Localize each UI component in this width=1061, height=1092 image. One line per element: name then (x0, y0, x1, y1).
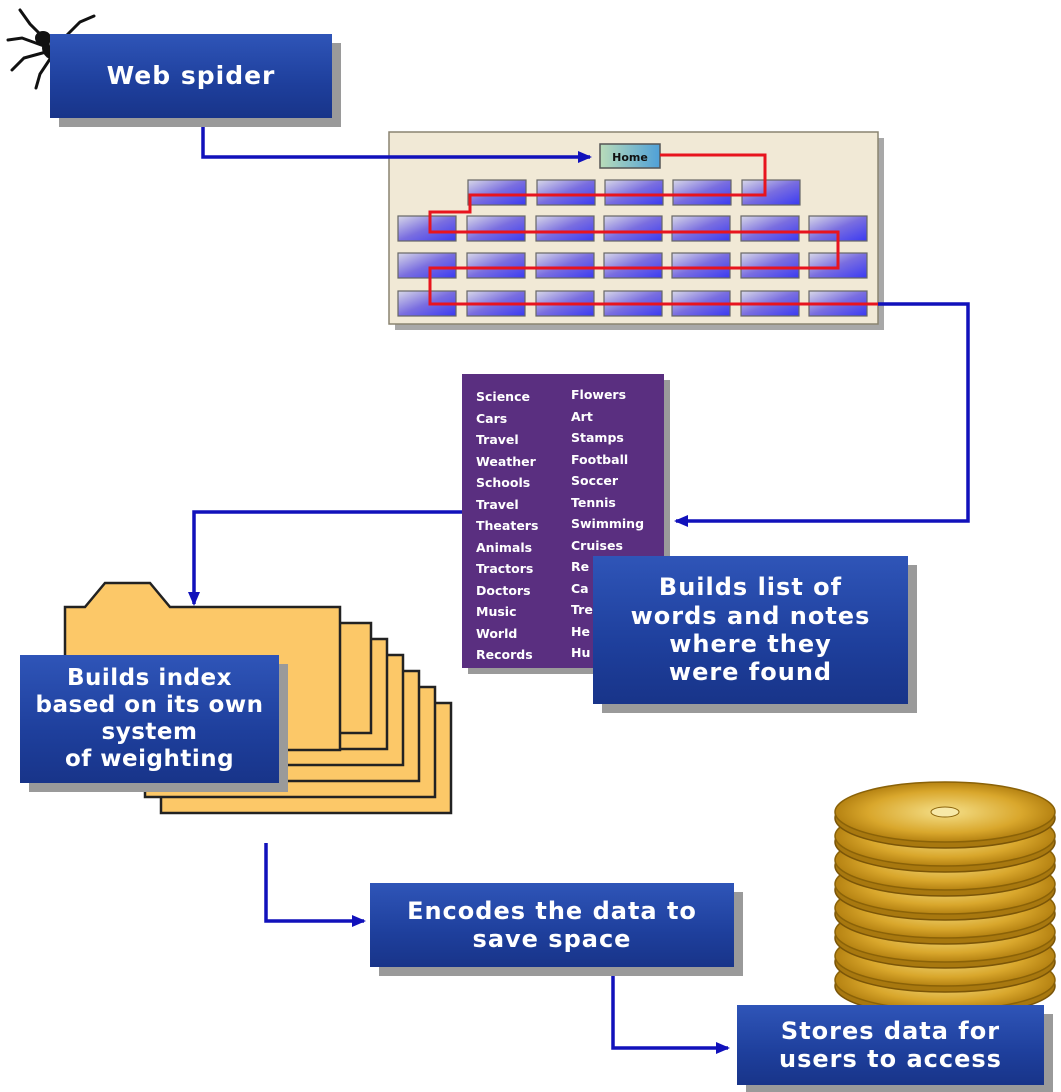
page-node (603, 215, 663, 242)
website-map-icon: Home (388, 131, 884, 330)
word-list-item: Football (571, 451, 629, 467)
page-node (740, 215, 800, 242)
crawl-path (428, 153, 878, 306)
word-list-item: World (476, 625, 518, 641)
word-list-item: Doctors (476, 582, 531, 598)
builds-index-label: Builds index based on its own system of … (35, 664, 264, 773)
page-node (604, 179, 664, 206)
page-node (741, 179, 801, 206)
stores-box: Stores data for users to access (737, 1005, 1044, 1085)
disk-spindle (930, 806, 960, 818)
word-list-item: Soccer (571, 473, 619, 488)
word-list-item: Travel (476, 496, 519, 512)
disk-stack-icon (834, 781, 1056, 1017)
page-node (397, 215, 457, 242)
page-node (467, 179, 527, 206)
word-list-item: Ca (571, 580, 589, 596)
page-node (672, 179, 732, 206)
home-label: Home (612, 151, 648, 164)
word-list-item: Tre (571, 602, 593, 617)
word-list-item: Theaters (476, 518, 539, 533)
page-node (740, 252, 800, 279)
word-list-item: Tennis (571, 494, 616, 510)
page-node (603, 252, 663, 279)
word-list-item: Tractors (476, 561, 534, 576)
page-node (536, 179, 596, 206)
word-list-item: Records (476, 647, 533, 662)
word-list-item: Re (571, 559, 590, 574)
builds-list-label: Builds list of words and notes where the… (630, 573, 871, 687)
web-spider-label: Web spider (106, 61, 276, 91)
web-spider-box: Web spider (50, 34, 332, 118)
page-node (671, 215, 731, 242)
word-list-item: Swimming (571, 516, 645, 531)
page-node (466, 252, 526, 279)
word-list-item: He (571, 623, 590, 639)
encodes-box: Encodes the data to save space (370, 883, 734, 967)
builds-list-box: Builds list of words and notes where the… (593, 556, 908, 704)
word-list-item: Cruises (571, 537, 623, 553)
page-node (535, 252, 595, 279)
arrow-site-to-list (674, 302, 970, 527)
word-list-item: Travel (476, 432, 519, 447)
builds-index-box: Builds index based on its own system of … (20, 655, 279, 783)
arrow-list-to-index (188, 510, 462, 606)
arrow-spider-to-home (201, 118, 592, 163)
encodes-label: Encodes the data to save space (407, 896, 697, 953)
flow-arrows (188, 118, 970, 1054)
word-list-item: Science (476, 389, 530, 404)
word-list-item: Cars (476, 410, 508, 426)
stores-label: Stores data for users to access (779, 1016, 1002, 1073)
word-list-item: Music (476, 604, 517, 619)
page-node (671, 252, 731, 279)
arrow-index-to-encode (264, 843, 366, 927)
word-list-item: Animals (476, 539, 533, 555)
page-node (397, 252, 457, 279)
word-list-item: Schools (476, 475, 531, 490)
word-list-item: Hu (571, 645, 591, 660)
word-list-item: Weather (476, 453, 536, 469)
word-list-item: Art (571, 408, 593, 424)
arrow-encode-to-store (611, 975, 730, 1054)
word-list-item: Stamps (571, 430, 624, 445)
page-node (466, 215, 526, 242)
word-list-item: Flowers (571, 387, 627, 402)
page-node (535, 215, 595, 242)
